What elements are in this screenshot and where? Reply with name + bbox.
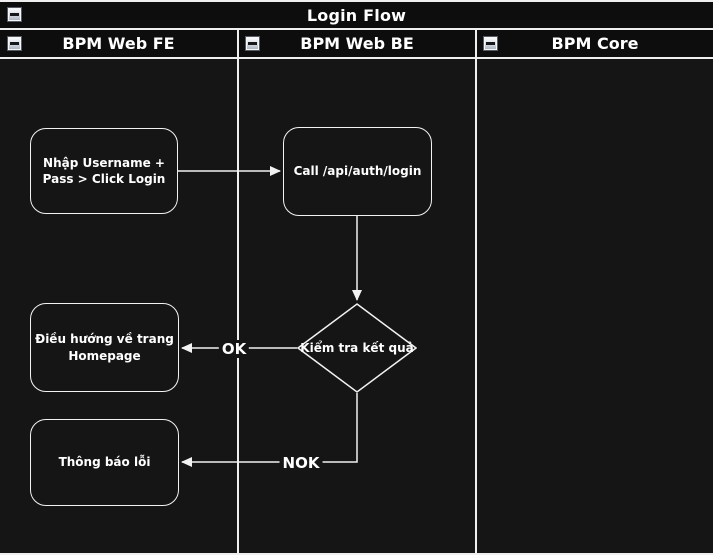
- node-check-result-decision[interactable]: Kiểm tra kết quả: [297, 303, 417, 393]
- lane-separator-1: [237, 28, 239, 555]
- node-error-notification[interactable]: Thông báo lỗi: [30, 419, 179, 506]
- lane-separator-2: [475, 28, 477, 555]
- minus-icon: [486, 42, 495, 45]
- edge-label-nok: NOK: [279, 454, 323, 472]
- node-label: Thông báo lỗi: [58, 455, 151, 470]
- pool-top-border: [0, 0, 713, 2]
- node-label: Kiểm tra kết quả: [300, 340, 414, 355]
- lane-header-bpm-web-fe[interactable]: BPM Web FE: [0, 30, 237, 57]
- lane-title: BPM Core: [551, 34, 639, 53]
- node-label: Call /api/auth/login: [293, 164, 422, 179]
- lane-title: BPM Web FE: [62, 34, 175, 53]
- pool-bottom-border: [0, 553, 713, 555]
- lane-1-collapse-button[interactable]: [7, 36, 22, 51]
- node-input-credentials[interactable]: Nhập Username + Pass > Click Login: [30, 128, 178, 214]
- minus-icon: [10, 13, 19, 16]
- edge-label-ok: OK: [218, 340, 250, 358]
- title-divider: [0, 28, 713, 30]
- lane-header-bpm-web-be[interactable]: BPM Web BE: [239, 30, 475, 57]
- pool-collapse-button[interactable]: [7, 7, 22, 22]
- pool-title: Login Flow: [306, 5, 407, 25]
- minus-icon: [10, 42, 19, 45]
- pool-title-bar[interactable]: Login Flow: [0, 2, 713, 28]
- lane-2-collapse-button[interactable]: [245, 36, 260, 51]
- lane-title: BPM Web BE: [300, 34, 414, 53]
- node-navigate-homepage[interactable]: Điều hướng về trang Homepage: [30, 303, 179, 392]
- edge-decision-to-error: [181, 393, 358, 467]
- diamond-shape-icon: [297, 303, 417, 393]
- node-call-login-api[interactable]: Call /api/auth/login: [283, 127, 432, 216]
- lane-3-collapse-button[interactable]: [483, 36, 498, 51]
- node-label: Điều hướng về trang Homepage: [35, 332, 174, 363]
- node-label: Nhập Username + Pass > Click Login: [42, 155, 166, 186]
- minus-icon: [248, 42, 257, 45]
- lane-header-bpm-core[interactable]: BPM Core: [477, 30, 713, 57]
- header-divider: [0, 57, 713, 59]
